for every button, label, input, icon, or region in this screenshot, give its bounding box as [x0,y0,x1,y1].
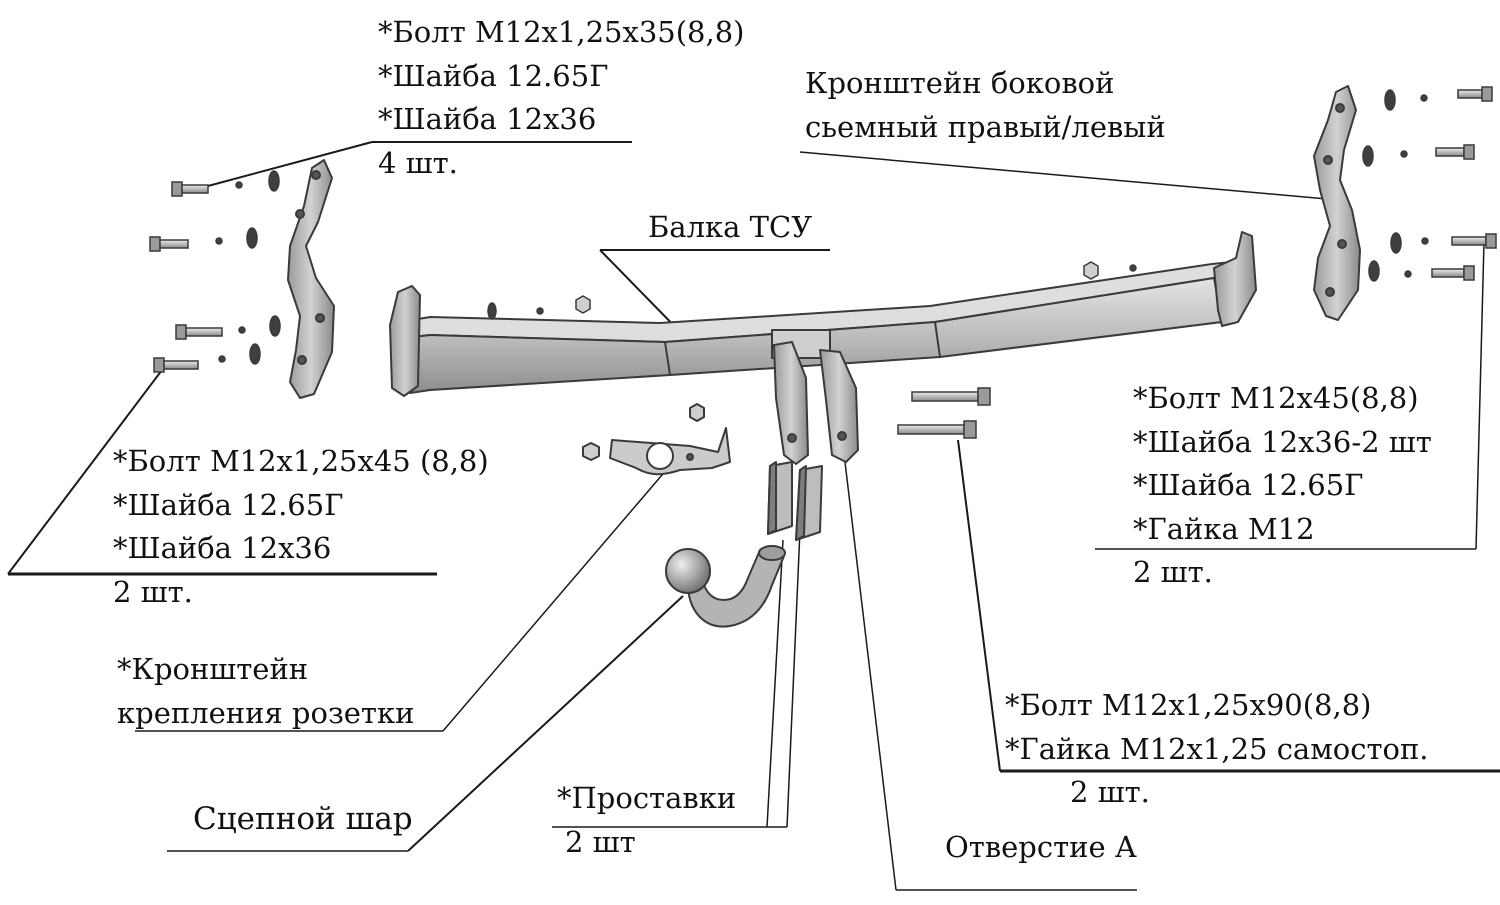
label-right-fasteners: *Болт М12х45(8,8) *Шайба 12х36-2 шт *Шай… [1133,377,1432,595]
label-line: Кронштейн боковой [805,66,1115,100]
spacer-2-side [795,465,807,541]
label-line: 4 шт. [378,145,458,180]
label-side-bracket: Кронштейн боковой сьемный правый/левый [805,62,1166,149]
label-line: *Болт М12х1,25х45 (8,8) [113,444,489,478]
hitch-bolts [897,387,991,439]
left-bolts [149,170,281,373]
label-line: 2 шт. [1133,555,1213,589]
label-line: *Проставки [557,781,737,815]
tow-ball-sphere [665,548,711,594]
bolt-left-3 [175,324,223,340]
label-line: *Болт М12х45(8,8) [1133,381,1419,415]
bolt-left-2 [149,236,189,252]
washer-left-1 [268,170,280,192]
nut-socket-2 [689,403,705,422]
label-line: Отверстие А [945,830,1137,864]
label-line: *Гайка М12 [1133,511,1315,546]
label-line: Балка ТСУ [648,210,813,244]
leader-bracket-side [799,151,1339,201]
label-line: *Шайба 12х36 [113,531,332,565]
nut-beam-1 [575,295,591,314]
label-left-fasteners: *Болт М12х1,25х45 (8,8) *Шайба 12.65Г *Ш… [113,440,489,614]
leader-bolt90-pointer [957,439,1001,772]
washer-right-4 [1368,260,1380,282]
label-hole-a: Отверстие А [945,826,1137,870]
beam-right-end-plate [1213,231,1257,327]
washer-right-1 [1384,89,1396,111]
leader-spacers-pointer-b [766,539,784,828]
label-line: *Болт М12х1,25х90(8,8) [1005,688,1372,722]
label-top-left-fasteners: *Болт М12х1,25х35(8,8) *Шайба 12.65Г *Ша… [378,11,744,185]
bolt-right-4 [1431,265,1475,281]
label-line: *Шайба 12.65Г [378,58,609,93]
label-line: *Шайба 12х36 [378,102,597,136]
spacer-1-side [767,461,777,535]
right-bolts [1362,86,1497,282]
leader-socket-pointer [442,467,669,732]
neck-plate-left [773,341,809,465]
label-line: *Болт М12х1,25х35(8,8) [378,15,745,49]
label-line: 2 шт. [1070,775,1150,809]
tow-ball [665,545,786,628]
label-line: сьемный правый/левый [805,109,1166,144]
beam-left-end-plate [389,285,421,397]
bolt-right-2 [1435,144,1475,160]
bolt-hitch-2 [897,420,977,439]
leader-hole-a-pointer [839,419,897,891]
label-line: крепления розетки [117,695,415,730]
tow-ball-collar [758,545,786,561]
bolt-left-1 [171,181,209,197]
washer-left-4 [249,343,261,365]
washer-left-2 [246,227,258,249]
label-line: *Кронштейн [117,652,309,686]
leader-left-pointer [7,369,163,575]
label-line: *Гайка М12х1,25 самостоп. [1005,731,1429,766]
label-tow-ball: Сцепной шар [193,798,413,842]
label-line: *Шайба 12.65Г [113,487,344,522]
label-spacers: *Проставки 2 шт [557,777,736,864]
bolt-left-4 [153,357,199,373]
bolt-right-3 [1451,233,1497,249]
bolt-right-1 [1457,86,1493,102]
hitch-neck-plates [773,341,859,465]
leader-lines [7,141,1500,891]
label-bolt-90: *Болт М12х1,25х90(8,8) *Гайка М12х1,25 с… [1005,684,1429,815]
beam-hardware [487,261,1137,320]
label-line: 2 шт. [113,574,193,609]
leader-towball-pointer [407,595,684,852]
right-side-bracket [1313,85,1361,321]
spacers [767,461,823,541]
washer-left-3 [269,315,281,337]
label-beam: Балка ТСУ [648,206,812,250]
label-line: Сцепной шар [193,801,413,837]
label-socket-bracket: *Кронштейн крепления розетки [117,648,414,735]
left-side-bracket [287,159,335,399]
neck-plate-right [819,349,859,463]
nut-socket-1 [582,442,600,461]
socket-bracket [582,403,731,476]
bolt-hitch-1 [911,387,991,406]
leader-top-left-pointer [192,141,373,191]
washer-right-3 [1390,232,1402,254]
leader-right-pointer [1475,241,1485,550]
nut-beam-2 [1083,261,1099,280]
leader-spacers-pointer-a [786,529,801,828]
label-line: *Шайба 12х36-2 шт [1133,424,1432,459]
washer-right-2 [1362,145,1374,167]
label-line: 2 шт [565,824,636,859]
label-line: *Шайба 12.65Г [1133,468,1364,502]
